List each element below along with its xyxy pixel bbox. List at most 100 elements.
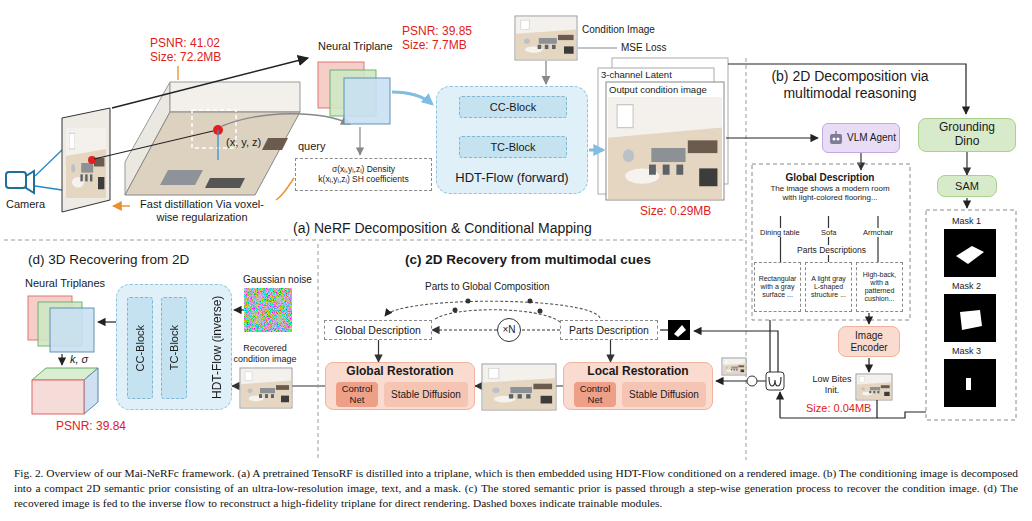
node-text: ×N bbox=[502, 324, 515, 336]
part-thumbnail bbox=[722, 358, 746, 375]
part-thumbnail bbox=[723, 359, 745, 374]
sam-arrow bbox=[966, 198, 967, 208]
condition-image bbox=[515, 16, 577, 60]
connector bbox=[966, 152, 967, 175]
connector bbox=[780, 216, 781, 262]
camera-rays bbox=[35, 186, 62, 190]
mse-line bbox=[578, 47, 617, 48]
latent-frames bbox=[608, 97, 722, 199]
output-box: σ(xᵢ,yᵢ,zᵢ) Densityk(xᵢ,yᵢ,zᵢ) SH coeffi… bbox=[295, 158, 432, 191]
label: query bbox=[298, 140, 326, 153]
composition-arcs bbox=[385, 301, 600, 322]
neural-triplane bbox=[344, 78, 390, 124]
distill-arrow bbox=[112, 58, 308, 108]
composition-dots bbox=[538, 309, 543, 314]
prompt-box: Global Description bbox=[324, 320, 432, 340]
connector bbox=[877, 216, 878, 262]
label: Size: 7.7MB bbox=[402, 38, 467, 52]
local-output-image bbox=[482, 364, 556, 410]
composition-dots bbox=[528, 299, 533, 304]
section-separators bbox=[746, 58, 747, 460]
flow-block: TC-Block bbox=[161, 297, 187, 399]
composition-dots bbox=[453, 308, 458, 313]
room-scene bbox=[205, 178, 245, 188]
label: Size: 0.29MB bbox=[640, 204, 711, 218]
radiance-cube bbox=[32, 368, 98, 414]
local-output-image bbox=[482, 364, 556, 410]
connector bbox=[378, 340, 379, 362]
caption: Fig. 2. Overview of our Mai-NeRFc framew… bbox=[14, 466, 1018, 510]
distillation-arrow bbox=[276, 178, 294, 200]
camera-rays bbox=[35, 150, 62, 176]
encoder-box: Image Encoder bbox=[838, 326, 900, 357]
rendered-view bbox=[88, 156, 96, 164]
room-scene bbox=[125, 112, 300, 195]
mask-panel bbox=[926, 210, 1016, 420]
low-bit-image bbox=[856, 374, 892, 400]
node-text: Stable Diffusion bbox=[629, 389, 699, 401]
robot-icon bbox=[833, 138, 836, 141]
noise-arrow bbox=[234, 309, 244, 310]
node-text: Grounding Dino bbox=[933, 121, 1001, 149]
part-box: Rectangular with a gray surface ... bbox=[754, 262, 801, 312]
connector bbox=[521, 329, 560, 330]
connector bbox=[860, 153, 861, 170]
neural-triplanes bbox=[28, 296, 94, 352]
label: (c) 2D Recovery from multimodal cues bbox=[405, 252, 651, 268]
flow-module: HDT-Flow (inverse)CC-BlockTC-Block bbox=[116, 284, 232, 410]
camera-icon bbox=[26, 171, 34, 193]
label: PSNR: 41.02 bbox=[150, 36, 220, 50]
mask-panel bbox=[966, 378, 971, 390]
flow-output-arrow bbox=[589, 149, 603, 152]
node-text: High-back, with a patterned cushion... bbox=[859, 271, 900, 303]
description-panel bbox=[752, 164, 910, 320]
room-scene bbox=[217, 130, 218, 160]
node-text: σ(xᵢ,yᵢ,zᵢ) Density bbox=[332, 165, 395, 175]
restoration-module: Local RestorationControl NetStable Diffu… bbox=[563, 362, 713, 410]
section-separators bbox=[4, 240, 746, 241]
low-bit-image bbox=[856, 374, 892, 400]
label: Condition Image bbox=[582, 24, 655, 36]
node-text: Global Description bbox=[786, 172, 875, 184]
node-text: TC-Block bbox=[168, 325, 181, 370]
label: PSNR: 39.85 bbox=[402, 24, 472, 38]
room-scene bbox=[125, 82, 300, 195]
label: Parts Descriptions bbox=[796, 245, 867, 255]
diffusion-block: Stable Diffusion bbox=[622, 382, 706, 407]
connector bbox=[610, 340, 611, 362]
neural-triplanes bbox=[50, 308, 94, 352]
label: (d) 3D Recovering from 2D bbox=[28, 252, 189, 268]
composition-dots bbox=[466, 299, 471, 304]
section-separators bbox=[318, 244, 319, 460]
node-text: Global Description bbox=[335, 324, 421, 336]
node-text: VLM Agent bbox=[847, 132, 896, 144]
flow-input-arrow bbox=[392, 92, 432, 104]
mask-panel bbox=[960, 310, 982, 330]
label: Parts to Global Composition bbox=[425, 281, 550, 293]
node-text: SAM bbox=[955, 180, 979, 193]
label: 3-channel Latent bbox=[601, 69, 672, 80]
node-text: CC-Block bbox=[490, 101, 536, 114]
mask-panel bbox=[926, 210, 1016, 420]
rendered-view bbox=[62, 108, 110, 212]
diffusion-block: Stable Diffusion bbox=[384, 382, 468, 407]
label: Armchair bbox=[862, 228, 894, 237]
flow-block: TC-Block bbox=[459, 136, 567, 158]
robot-icon bbox=[835, 131, 837, 134]
recovered-image bbox=[240, 368, 292, 408]
robot-icon bbox=[830, 134, 842, 144]
room-scene bbox=[160, 170, 203, 185]
agent-box: VLM Agent bbox=[822, 123, 900, 153]
camera-icon bbox=[6, 172, 26, 188]
node-text: Local Restoration bbox=[587, 365, 688, 379]
label: Recovered condition image bbox=[232, 343, 298, 365]
neural-triplane bbox=[318, 62, 390, 124]
node-text: Global Restoration bbox=[346, 365, 453, 379]
camera-icon bbox=[6, 171, 34, 193]
part-thumbnail bbox=[722, 358, 746, 375]
prior-wires bbox=[660, 329, 668, 330]
label: Sofa bbox=[820, 228, 837, 237]
merge-junction bbox=[766, 372, 784, 390]
flow-block: CC-Block bbox=[459, 96, 567, 118]
recovered-image bbox=[240, 368, 292, 408]
